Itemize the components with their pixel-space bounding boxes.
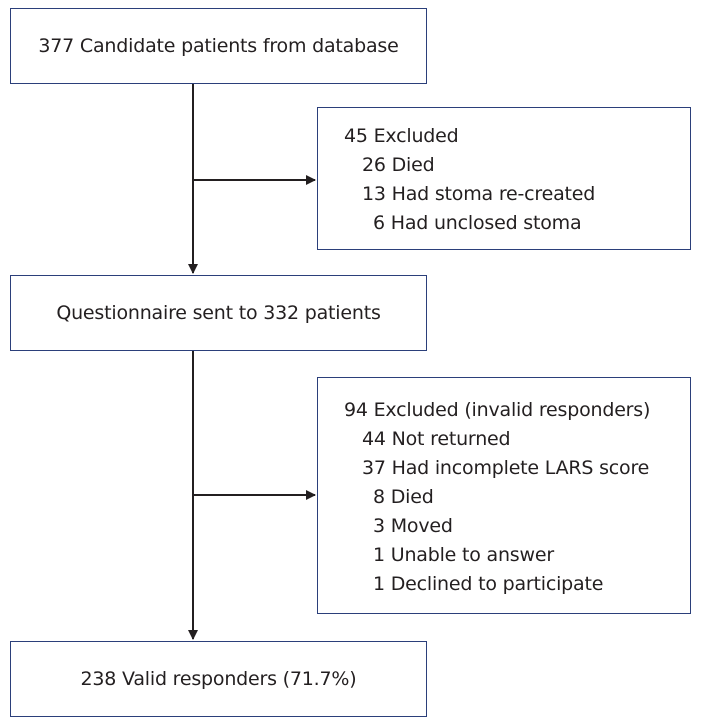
exclusion-item: 44 Not returned [362, 428, 511, 450]
candidates-label: 377 Candidate patients from database [38, 35, 399, 57]
exclusion-header: 45 Excluded [344, 125, 459, 147]
exclusion-header: 94 Excluded (invalid responders) [344, 399, 651, 421]
exclusion-item: 1 Declined to participate [373, 573, 604, 595]
excluded-box-2: 94 Excluded (invalid responders) 44 Not … [317, 377, 691, 614]
exclusion-item: 3 Moved [373, 515, 453, 537]
exclusion-item: 13 Had stoma re-created [362, 183, 596, 205]
exclusion-list-1: 45 Excluded 26 Died 13 Had stoma re-crea… [318, 108, 690, 238]
exclusion-item: 8 Died [373, 486, 434, 508]
questionnaire-box: Questionnaire sent to 332 patients [10, 275, 427, 351]
questionnaire-label: Questionnaire sent to 332 patients [56, 302, 381, 324]
valid-responders-box: 238 Valid responders (71.7%) [10, 641, 427, 717]
exclusion-item: 6 Had unclosed stoma [373, 212, 582, 234]
excluded-box-1: 45 Excluded 26 Died 13 Had stoma re-crea… [317, 107, 691, 250]
exclusion-list-2: 94 Excluded (invalid responders) 44 Not … [318, 378, 690, 599]
valid-responders-label: 238 Valid responders (71.7%) [80, 668, 357, 690]
exclusion-item: 26 Died [362, 154, 435, 176]
candidates-box: 377 Candidate patients from database [10, 8, 427, 84]
exclusion-item: 37 Had incomplete LARS score [362, 457, 650, 479]
exclusion-item: 1 Unable to answer [373, 544, 554, 566]
